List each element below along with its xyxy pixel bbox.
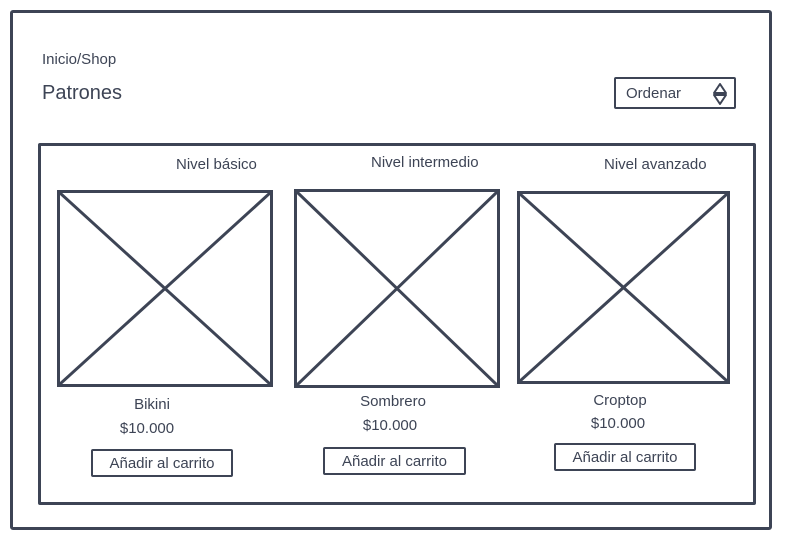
product-catalog (38, 143, 756, 505)
breadcrumb[interactable]: Inicio/Shop (42, 51, 117, 68)
add-to-cart-button[interactable]: Añadir al carrito (323, 447, 466, 475)
page-frame (10, 10, 772, 530)
product-image-placeholder[interactable] (294, 189, 500, 388)
add-to-cart-button[interactable]: Añadir al carrito (91, 449, 233, 477)
add-to-cart-button[interactable]: Añadir al carrito (554, 443, 696, 471)
product-price: $10.000 (119, 420, 175, 437)
level-basic-heading: Nivel básico (176, 156, 257, 173)
product-price: $10.000 (590, 415, 646, 432)
product-price: $10.000 (362, 417, 418, 434)
product-name[interactable]: Croptop (593, 392, 647, 409)
product-image-placeholder[interactable] (57, 190, 273, 387)
sort-arrows-icon (712, 82, 728, 106)
product-image-placeholder[interactable] (517, 191, 730, 384)
sort-button-label: Ordenar (626, 84, 682, 102)
page-title: Patrones (42, 82, 123, 104)
sort-button[interactable]: Ordenar (614, 77, 736, 109)
product-name[interactable]: Bikini (134, 396, 170, 413)
level-advanced-heading: Nivel avanzado (604, 156, 707, 173)
product-name[interactable]: Sombrero (360, 393, 426, 410)
level-intermediate-heading: Nivel intermedio (371, 154, 479, 171)
